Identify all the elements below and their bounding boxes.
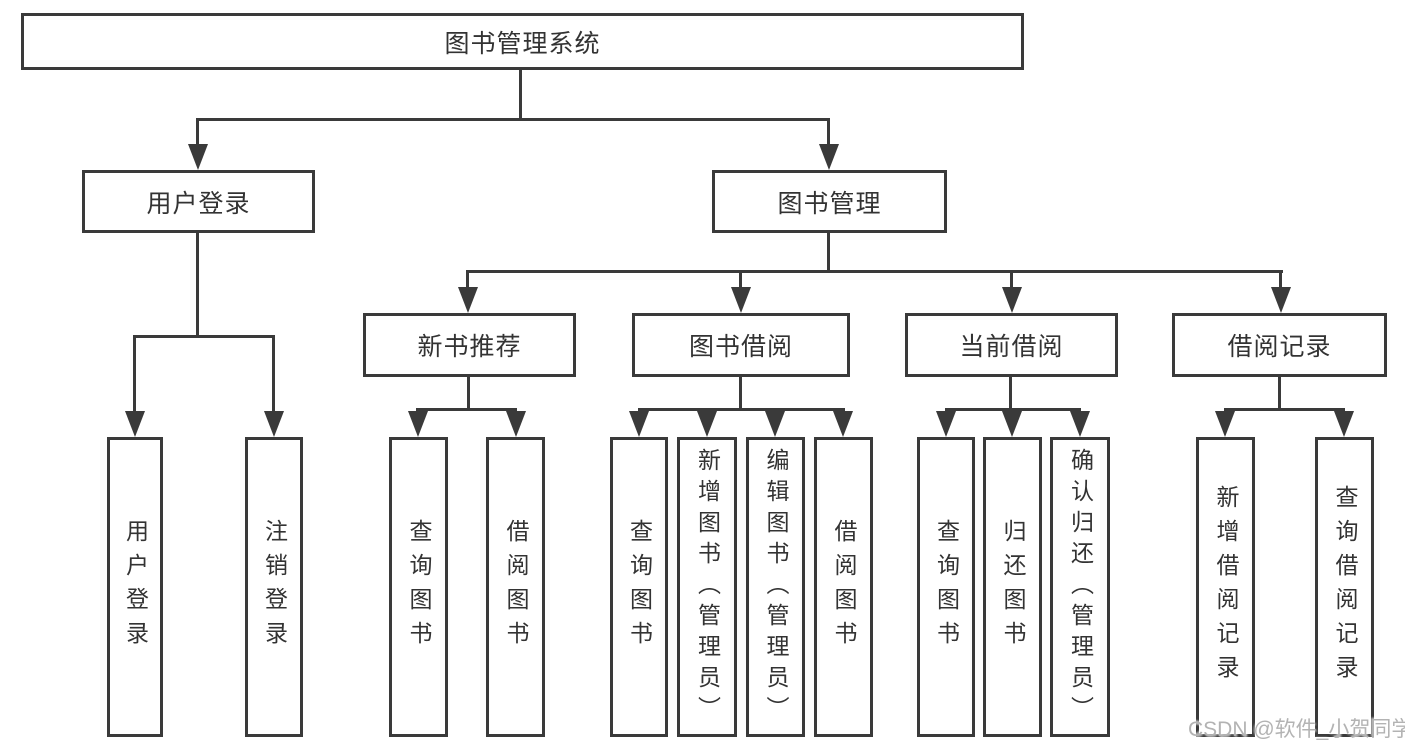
csdn-watermark: CSDN @软件_小贺同学: [1188, 718, 1405, 741]
node-current-borrow-label: 当前借阅: [959, 333, 1064, 361]
leaf-records-query-borrow-record: 查询借阅记录: [1315, 437, 1374, 737]
leaf-borrow-edit-books-admin: 编辑图书（管理员）: [746, 437, 805, 737]
leaf-recommend-query-books: 查询图书: [389, 437, 448, 737]
node-borrow-records-label: 借阅记录: [1227, 333, 1332, 361]
node-current-borrow: 当前借阅: [905, 313, 1118, 377]
leaf-logout-label: 注销登录: [261, 519, 288, 655]
node-user-login-label: 用户登录: [146, 189, 251, 218]
arrow-down-icon: [458, 287, 478, 313]
edge-bookmgmt-child4-stem: [1279, 270, 1282, 293]
edge-root-left-stem: [196, 118, 199, 150]
leaf-borrow-add-books-admin-label: 新增图书（管理员）: [694, 447, 721, 727]
node-book-management: 图书管理: [712, 170, 947, 233]
leaf-current-query-books: 查询图书: [917, 437, 975, 737]
arrow-down-icon: [1002, 411, 1022, 437]
edge-current-hline: [945, 408, 1081, 411]
leaf-borrow-query-books: 查询图书: [610, 437, 668, 737]
leaf-records-add-borrow-record-label: 新增借阅记录: [1213, 485, 1239, 689]
leaf-user-login-label: 用户登录: [122, 519, 149, 655]
arrow-down-icon: [936, 411, 956, 437]
leaf-user-login: 用户登录: [107, 437, 163, 737]
leaf-borrow-query-books-label: 查询图书: [626, 519, 653, 655]
arrow-down-icon: [1271, 287, 1291, 313]
edge-recommend-stem: [467, 377, 470, 411]
edge-records-hline: [1224, 408, 1345, 411]
arrow-down-icon: [765, 411, 785, 437]
edge-bookmgmt-child2-stem: [739, 270, 742, 293]
leaf-borrow-add-books-admin: 新增图书（管理员）: [677, 437, 737, 737]
node-user-login: 用户登录: [82, 170, 315, 233]
leaf-current-query-books-label: 查询图书: [933, 519, 960, 655]
leaf-borrow-borrow-books: 借阅图书: [814, 437, 873, 737]
node-borrow-records: 借阅记录: [1172, 313, 1387, 377]
arrow-down-icon: [408, 411, 428, 437]
arrow-down-icon: [1215, 411, 1235, 437]
leaf-current-confirm-return-admin: 确认归还（管理员）: [1050, 437, 1110, 737]
edge-root-hline: [196, 118, 830, 121]
arrow-down-icon: [264, 411, 284, 437]
leaf-records-query-borrow-record-label: 查询借阅记录: [1332, 485, 1358, 689]
node-book-borrow-label: 图书借阅: [688, 333, 793, 361]
edge-root-stem: [519, 69, 522, 119]
leaf-recommend-borrow-books-label: 借阅图书: [503, 519, 529, 655]
edge-borrow-hline: [638, 408, 845, 411]
edge-userlogin-stem: [196, 233, 199, 336]
node-root-label: 图书管理系统: [444, 29, 601, 58]
edge-bookmgmt-hline: [466, 270, 1283, 273]
node-new-book-recommend-label: 新书推荐: [417, 333, 522, 361]
arrow-down-icon: [1070, 411, 1090, 437]
leaf-current-return-books: 归还图书: [983, 437, 1042, 737]
arrow-down-icon: [1002, 287, 1022, 313]
leaf-recommend-borrow-books: 借阅图书: [486, 437, 545, 737]
leaf-current-confirm-return-admin-label: 确认归还（管理员）: [1067, 447, 1094, 727]
arrow-down-icon: [506, 411, 526, 437]
arrow-down-icon: [819, 144, 839, 170]
edge-bookmgmt-child1-stem: [466, 270, 469, 293]
leaf-current-return-books-label: 归还图书: [1000, 519, 1026, 655]
node-book-borrow: 图书借阅: [632, 313, 850, 377]
arrow-down-icon: [731, 287, 751, 313]
leaf-records-add-borrow-record: 新增借阅记录: [1196, 437, 1255, 737]
arrow-down-icon: [1334, 411, 1354, 437]
node-book-management-label: 图书管理: [777, 189, 882, 218]
edge-bookmgmt-stem: [827, 233, 830, 273]
arrow-down-icon: [629, 411, 649, 437]
arrow-down-icon: [125, 411, 145, 437]
arrow-down-icon: [188, 144, 208, 170]
leaf-logout: 注销登录: [245, 437, 303, 737]
arrow-down-icon: [833, 411, 853, 437]
leaf-borrow-edit-books-admin-label: 编辑图书（管理员）: [763, 447, 789, 727]
node-root: 图书管理系统: [21, 13, 1024, 70]
edge-userlogin-child1-stem: [133, 335, 136, 417]
edge-root-right-stem: [827, 118, 830, 150]
leaf-recommend-query-books-label: 查询图书: [406, 519, 432, 655]
edge-recommend-hline: [416, 408, 517, 411]
edge-records-stem: [1278, 377, 1281, 411]
edge-bookmgmt-child3-stem: [1010, 270, 1013, 293]
node-new-book-recommend: 新书推荐: [363, 313, 576, 377]
leaf-borrow-borrow-books-label: 借阅图书: [831, 519, 857, 655]
edge-borrow-stem: [739, 377, 742, 411]
edge-userlogin-child2-stem: [272, 335, 275, 417]
edge-current-stem: [1009, 377, 1012, 411]
edge-userlogin-hline: [133, 335, 275, 338]
arrow-down-icon: [697, 411, 717, 437]
